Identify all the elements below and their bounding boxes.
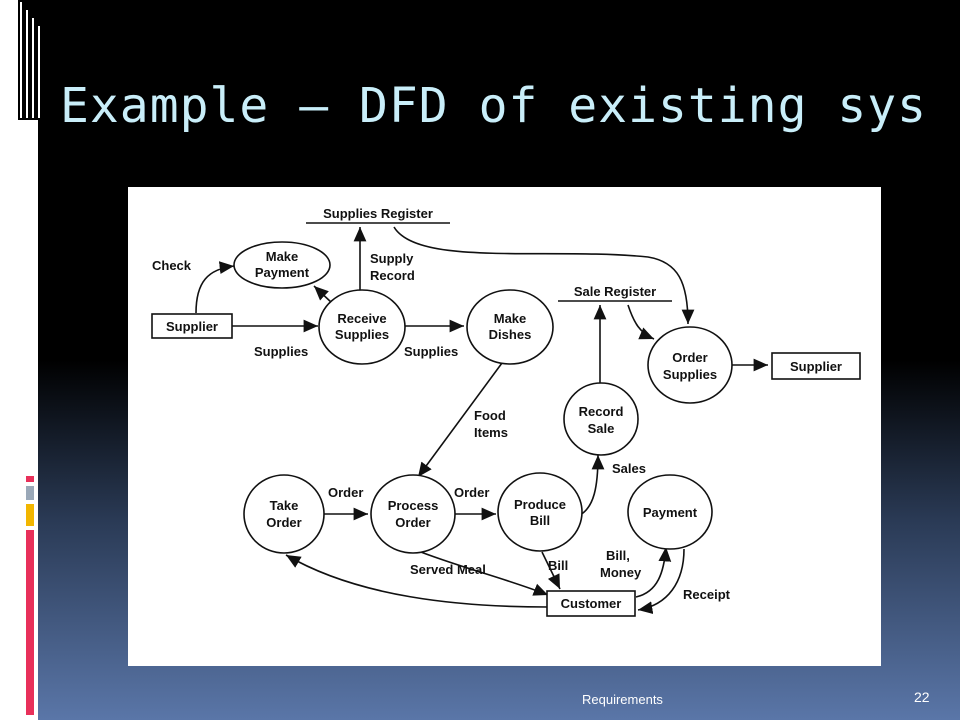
svg-text:Supplier: Supplier [166,319,218,334]
dfd-diagram: Make Payment Receive Supplies Make Dishe… [128,187,881,666]
deco-bar-red-1 [26,476,34,482]
flow-label-bill: Bill [548,558,568,573]
svg-text:Customer: Customer [561,596,622,611]
page-number: 22 [914,689,930,705]
svg-text:Make: Make [266,249,299,264]
flow-label-order-1: Order [328,485,363,500]
flow-label-food-items-2: Items [474,425,508,440]
flow-label-receipt: Receipt [683,587,731,602]
process-record-sale: Record Sale [563,382,639,456]
process-make-dishes: Make Dishes [466,289,554,365]
svg-text:Produce: Produce [514,497,566,512]
flow-label-bill-money-1: Bill, [606,548,630,563]
flow-label-bill-money-2: Money [600,565,642,580]
svg-text:Supplies: Supplies [335,327,389,342]
svg-text:Order: Order [672,350,707,365]
corner-logo-icon [18,0,58,120]
svg-text:Payment: Payment [643,505,698,520]
svg-text:Payment: Payment [255,265,310,280]
entity-customer: Customer [546,590,636,617]
svg-text:Order: Order [266,515,301,530]
svg-text:Take: Take [270,498,299,513]
svg-text:Make: Make [494,311,527,326]
entity-supplier-right: Supplier [771,352,861,380]
store-supplies-register: Supplies Register [323,206,433,221]
svg-text:Process: Process [388,498,439,513]
svg-text:Sale: Sale [588,421,615,436]
svg-text:Order: Order [395,515,430,530]
flow-label-supply-record-1: Supply [370,251,414,266]
flow-label-supply-record-2: Record [370,268,415,283]
flow-label-sales: Sales [612,461,646,476]
process-produce-bill: Produce Bill [497,472,583,552]
flow-label-served-meal: Served Meal [410,562,486,577]
process-process-order: Process Order [370,474,456,554]
flow-label-order-2: Order [454,485,489,500]
process-order-supplies: Order Supplies [647,326,733,404]
svg-text:Supplier: Supplier [790,359,842,374]
svg-text:Bill: Bill [530,513,550,528]
svg-text:Supplies: Supplies [663,367,717,382]
entity-supplier-left: Supplier [151,313,233,339]
flow-label-food-items-1: Food [474,408,506,423]
footer-text: Requirements [582,692,663,707]
deco-bar-red-2 [26,530,34,715]
process-receive-supplies: Receive Supplies [318,289,406,365]
store-sale-register: Sale Register [574,284,656,299]
slide-title: Example – DFD of existing sys [60,78,928,134]
deco-bar-gold [26,504,34,526]
process-take-order: Take Order [243,474,325,554]
process-payment: Payment [627,474,713,550]
process-make-payment: Make Payment [233,241,331,289]
flow-label-check: Check [152,258,192,273]
dfd-svg: Make Payment Receive Supplies Make Dishe… [151,206,861,617]
flow-label-supplies-1: Supplies [254,344,308,359]
svg-text:Receive: Receive [337,311,386,326]
deco-bar-gray [26,486,34,500]
svg-text:Dishes: Dishes [489,327,532,342]
flow-label-supplies-2: Supplies [404,344,458,359]
svg-text:Record: Record [579,404,624,419]
